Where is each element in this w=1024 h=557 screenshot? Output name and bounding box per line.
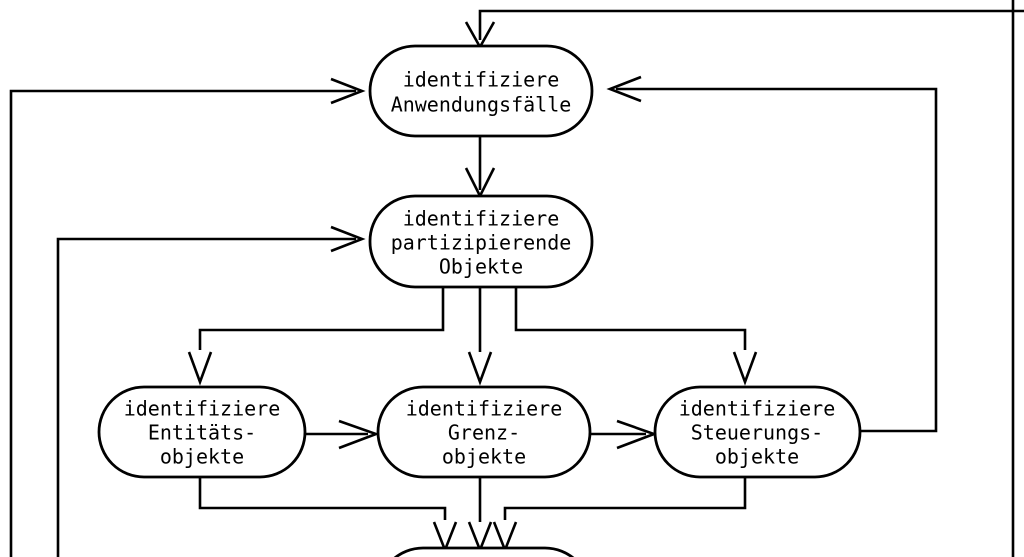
arrowhead-entitaets-to-grenz (338, 419, 380, 450)
node-entitaetsobjekte-line2: Entitäts- (148, 421, 256, 445)
node-partizipierende-objekte-line2: partizipierende (391, 231, 572, 255)
node-steuerungsobjekte-line3: objekte (715, 445, 799, 469)
node-grenzobjekte-line2: Grenz- (448, 421, 520, 445)
node-anwendungsfaelle-line1: identifiziere (403, 68, 560, 92)
arrowhead-into-anwendungsfaelle-left (330, 77, 366, 105)
node-steuerungsobjekte-line1: identifiziere (679, 397, 836, 421)
node-entitaetsobjekte-shape (97, 385, 307, 479)
node-steuerungsobjekte-shape (653, 385, 862, 479)
arrowhead-into-bottom-center (467, 521, 493, 554)
edge-feedback-top-right (478, 0, 1024, 40)
node-entitaetsobjekte-line1: identifiziere (124, 397, 281, 421)
edge-feedback-left-outer (9, 89, 356, 557)
node-anwendungsfaelle-line2: Anwendungsfälle (391, 93, 572, 117)
node-bottom-cropped[interactable] (378, 546, 590, 557)
node-entitaetsobjekte-line3: objekte (160, 445, 244, 469)
edge-partizipierende-to-entitaets (198, 287, 445, 350)
node-grenzobjekte-line1: identifiziere (406, 397, 563, 421)
arrowhead-into-bottom-left (432, 521, 458, 554)
arrowhead-into-grenz-top (467, 351, 493, 386)
arrowhead-into-steuerungs-top (732, 351, 758, 386)
node-partizipierende-objekte-line3: Objekte (439, 255, 523, 279)
node-entitaetsobjekte[interactable]: identifiziere Entitäts- objekte (97, 385, 307, 479)
node-layer: identifiziere Anwendungsfälle identifizi… (97, 44, 862, 557)
node-partizipierende-objekte-line1: identifiziere (403, 207, 560, 231)
node-bottom-cropped-shape (393, 546, 575, 557)
arrowhead-into-bottom-right (492, 521, 518, 554)
node-partizipierende-objekte[interactable]: identifiziere partizipierende Objekte (368, 194, 594, 289)
node-steuerungsobjekte[interactable]: identifiziere Steuerungs- objekte (653, 385, 862, 479)
edge-entitaets-to-bottom (198, 477, 447, 520)
edge-right-bypass (616, 87, 938, 433)
arrowhead-into-anwendungsfaelle-right (606, 75, 642, 103)
node-steuerungsobjekte-line2: Steuerungs- (691, 421, 823, 445)
arrowhead-into-partizipierende-left (330, 225, 366, 253)
node-anwendungsfaelle[interactable]: identifiziere Anwendungsfälle (368, 44, 594, 138)
node-grenzobjekte[interactable]: identifiziere Grenz- objekte (376, 385, 592, 479)
node-partizipierende-objekte-shape (368, 194, 594, 289)
node-anwendungsfaelle-shape (368, 44, 594, 138)
node-grenzobjekte-line3: objekte (442, 445, 526, 469)
edge-steuerungs-to-bottom (503, 477, 747, 520)
edge-partizipierende-to-steuerungs (514, 287, 747, 350)
edge-feedback-left-inner (56, 237, 356, 557)
arrowhead-into-entitaets-top (187, 351, 213, 386)
node-grenzobjekte-shape (376, 385, 592, 479)
